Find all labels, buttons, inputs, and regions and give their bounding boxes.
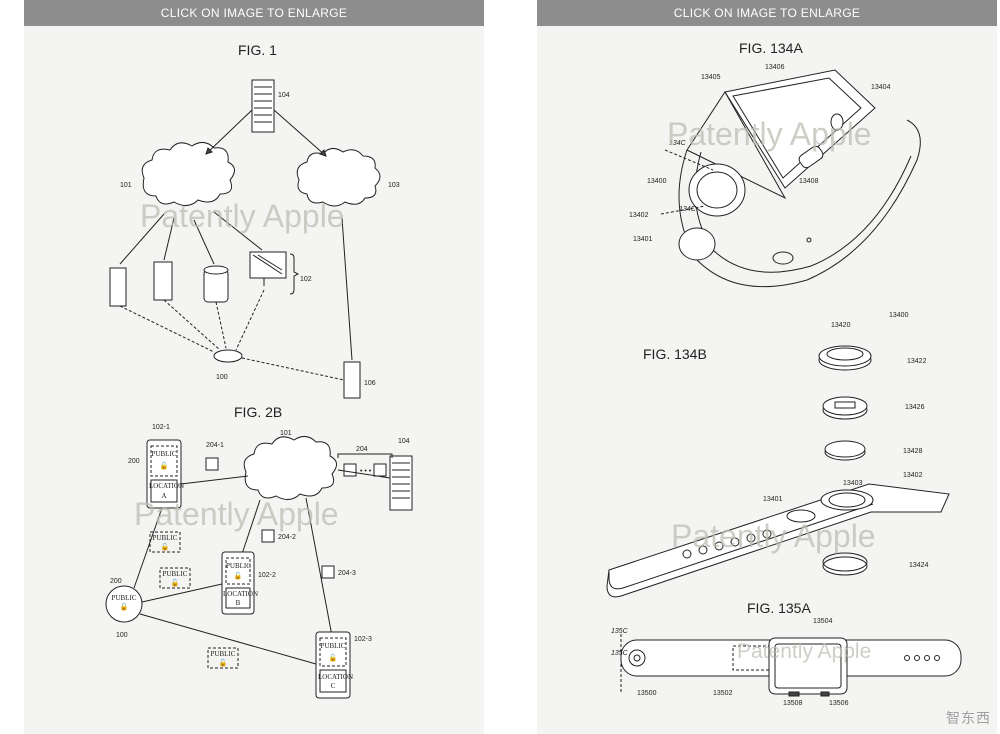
ref-104-b: 104	[398, 438, 410, 445]
ref-13428: 13428	[903, 448, 923, 455]
ref-13401-b: 13401	[763, 496, 783, 503]
ref-204: 204	[356, 446, 368, 453]
ref-103: 103	[388, 182, 400, 189]
location-letter-a: A	[161, 492, 167, 500]
right-figure-drawing	[606, 69, 962, 697]
fig135a-title: FIG. 135A	[747, 600, 811, 616]
ref-102: 102	[300, 276, 312, 283]
location-label-b: LOCATION	[223, 590, 258, 598]
ref-106: 106	[364, 380, 376, 387]
ref-135c-left: 135C	[611, 628, 628, 635]
fig1-title: FIG. 1	[238, 42, 277, 58]
ref-200-top: 200	[128, 458, 140, 465]
ref-13420: 13420	[831, 322, 851, 329]
ref-101-b: 101	[280, 430, 292, 437]
ref-102-1: 102-1	[152, 424, 170, 431]
fig134b-title: FIG. 134B	[643, 346, 707, 362]
public-label-dev2: PUBLIC	[226, 562, 251, 570]
right-patent-image[interactable]: CLICK ON IMAGE TO ENLARGE	[537, 0, 997, 734]
corner-logo: 智东西	[946, 710, 991, 726]
ref-13403: 13403	[843, 480, 863, 487]
lock-icon: 🔓	[160, 543, 170, 551]
lock-icon: 🔓	[159, 462, 169, 470]
ref-13422: 13422	[907, 358, 927, 365]
ref-102-3: 102-3	[354, 636, 372, 643]
ref-204-3: 204-3	[338, 570, 356, 577]
ref-204-1: 204-1	[206, 442, 224, 449]
notes-ellipsis: • • •	[360, 468, 372, 475]
lock-icon: 🔓	[233, 572, 243, 580]
ref-13405: 13405	[701, 74, 721, 81]
ref-13401: 13401	[633, 236, 653, 243]
ref-204-2: 204-2	[278, 534, 296, 541]
left-figure-drawing	[105, 79, 413, 699]
location-letter-c: C	[330, 682, 336, 690]
ref-13400-b: 13400	[889, 312, 909, 319]
public-label-hub: PUBLIC	[111, 594, 137, 602]
ref-13402-b: 13402	[903, 472, 923, 479]
ref-13502: 13502	[713, 690, 733, 697]
location-label-a: LOCATION	[149, 482, 184, 490]
ref-100-b: 100	[116, 632, 128, 639]
lock-icon: 🔓	[119, 603, 129, 611]
public-label-dev1: PUBLIC	[151, 450, 177, 458]
location-letter-b: B	[235, 599, 241, 607]
ref-13426: 13426	[905, 404, 925, 411]
ref-134c-bot: 134C	[679, 206, 696, 213]
ref-13400: 13400	[647, 178, 667, 185]
ref-13500: 13500	[637, 690, 657, 697]
ref-13424: 13424	[909, 562, 929, 569]
public-label-dev3: PUBLIC	[320, 642, 346, 650]
fig2b-title: FIG. 2B	[234, 404, 283, 420]
ref-134c-top: 134C	[669, 140, 686, 147]
ref-13404: 13404	[871, 84, 891, 91]
ref-135c-right: 135C	[611, 650, 628, 657]
ref-102-2: 102-2	[258, 572, 276, 579]
ref-13406: 13406	[765, 64, 785, 71]
ref-100: 100	[216, 374, 228, 381]
public-label-float3: PUBLIC	[210, 650, 236, 658]
ref-101: 101	[120, 182, 132, 189]
ref-200-hub: 200	[110, 578, 122, 585]
fig134a-title: FIG. 134A	[739, 40, 803, 56]
ref-13506: 13506	[829, 700, 849, 707]
lock-icon: 🔓	[218, 659, 228, 667]
lock-icon: 🔓	[328, 654, 338, 662]
ref-13504: 13504	[813, 618, 833, 625]
ref-13402: 13402	[629, 212, 649, 219]
ref-13408: 13408	[799, 178, 819, 185]
lock-icon: 🔓	[170, 579, 180, 587]
left-patent-image[interactable]: CLICK ON IMAGE TO ENLARGE	[24, 0, 484, 734]
public-label-float1: PUBLIC	[152, 534, 178, 542]
location-label-c: LOCATION	[318, 673, 353, 681]
public-label-float2: PUBLIC	[162, 570, 188, 578]
ref-13508: 13508	[783, 700, 803, 707]
enlarge-banner[interactable]: CLICK ON IMAGE TO ENLARGE	[537, 0, 997, 26]
ref-104: 104	[278, 92, 290, 99]
enlarge-banner[interactable]: CLICK ON IMAGE TO ENLARGE	[24, 0, 484, 26]
